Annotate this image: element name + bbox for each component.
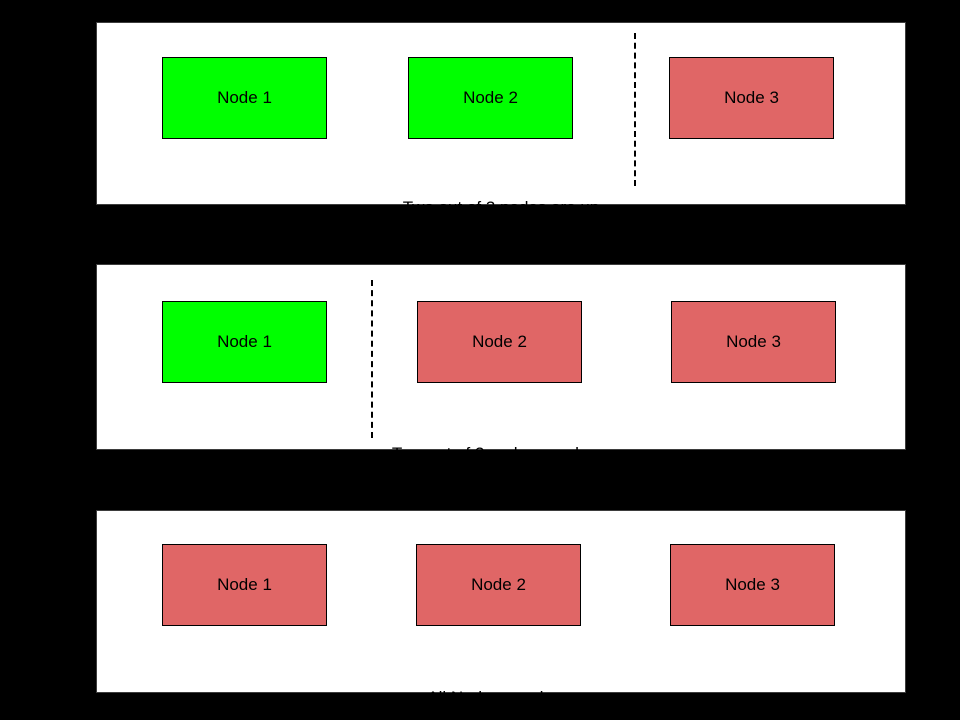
partition-divider [634, 33, 636, 186]
node-label: Node 1 [217, 332, 272, 351]
node-label: Node 3 [725, 575, 780, 594]
node-box: Node 2 [417, 301, 582, 383]
node-box: Node 2 [416, 544, 581, 626]
caption-line-1: Two out of 3 nodes are down [391, 444, 611, 463]
node-box: Node 2 [408, 57, 573, 139]
node-label: Node 1 [217, 575, 272, 594]
node-label: Node 1 [217, 88, 272, 107]
node-label: Node 3 [724, 88, 779, 107]
node-label: Node 3 [726, 332, 781, 351]
panel-all-nodes-down: Node 1 Node 2 Node 3 All Nodes are down … [96, 510, 906, 707]
panel-two-nodes-up: Node 1 Node 2 Node 3 Two out of 3 nodes … [96, 22, 906, 283]
node-box: Node 1 [162, 57, 327, 139]
node-box: Node 3 [669, 57, 834, 139]
node-box: Node 1 [162, 301, 327, 383]
node-box: Node 1 [162, 544, 327, 626]
panel-caption: All Nodes are down Majority Fails & Clus… [97, 643, 905, 720]
caption-line-1: All Nodes are down [427, 688, 575, 707]
panel-two-nodes-down: Node 1 Node 2 Node 3 Two out of 3 nodes … [96, 264, 906, 529]
node-box: Node 3 [670, 544, 835, 626]
node-label: Node 2 [471, 575, 526, 594]
node-box: Node 3 [671, 301, 836, 383]
node-label: Node 2 [463, 88, 518, 107]
caption-line-1: Two out of 3 nodes are up [402, 198, 600, 217]
node-label: Node 2 [472, 332, 527, 351]
partition-divider [371, 280, 373, 438]
